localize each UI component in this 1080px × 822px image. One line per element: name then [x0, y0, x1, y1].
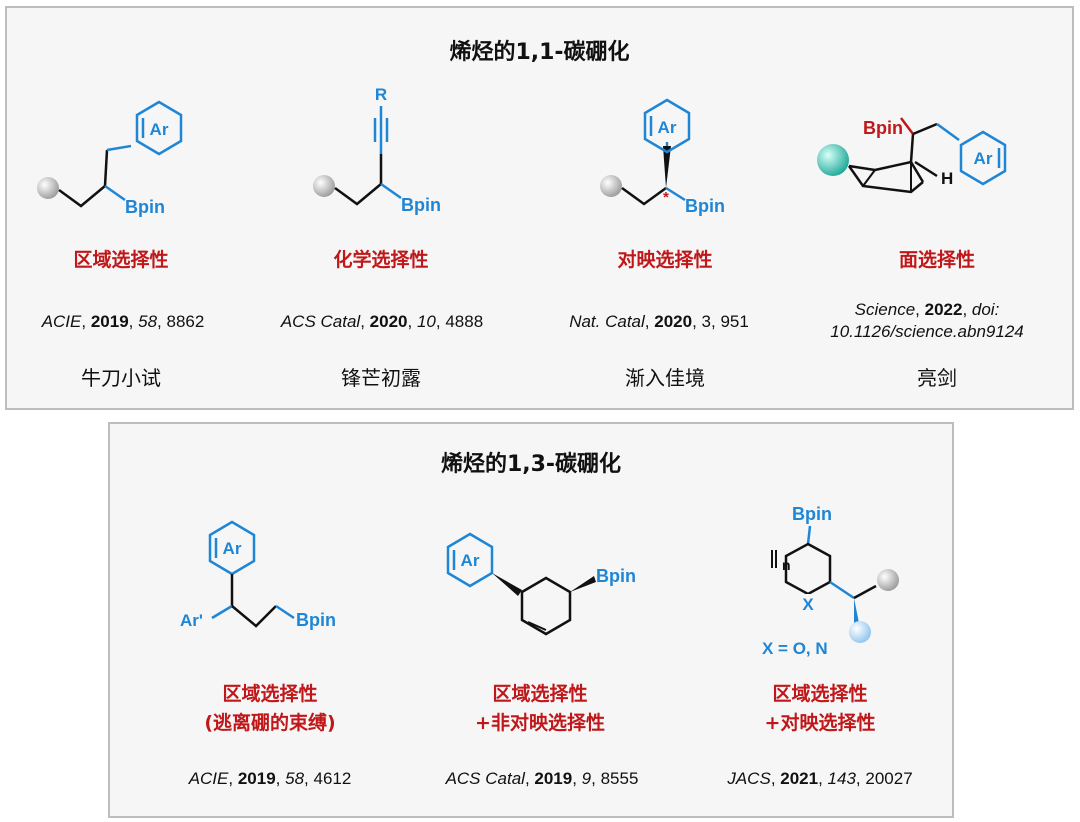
structure-1-3-enantio: Bpin n X X = O, N	[762, 504, 899, 658]
reference-citation: ACS Catal, 2019, 9, 8555	[445, 769, 639, 788]
bpin-label: Bpin	[596, 566, 636, 586]
bottom-panel: 烯烃的1,3-碳硼化 Ar Ar' Bpin Ar Bpin Bpin n X	[108, 422, 954, 818]
top-panel-title: 烯烃的1,1-碳硼化	[449, 40, 630, 65]
bpin-label: Bpin	[401, 195, 441, 215]
structure-1-1-regio: Ar Bpin	[37, 100, 183, 217]
selectivity-label: 区域选择性 +非对映选择性	[475, 683, 605, 734]
bpin-label: Bpin	[125, 197, 165, 217]
reference-citation: ACIE, 2019, 58, 8862	[41, 312, 205, 331]
stereocenter-mark: *	[663, 189, 669, 206]
selectivity-label: 区域选择性 +对映选择性	[764, 683, 876, 734]
reference-citation: JACS, 2021, 143, 20027	[727, 769, 913, 788]
reference-citation: ACS Catal, 2020, 10, 4888	[280, 312, 484, 331]
structure-1-1-chemo: R Bpin	[313, 85, 441, 215]
ar-prime-label: Ar'	[180, 611, 203, 630]
ar-label: Ar	[461, 551, 480, 570]
x-definition: X = O, N	[762, 639, 828, 658]
wedge-bond	[570, 576, 596, 592]
substituent-ball	[877, 569, 899, 591]
bpin-label: Bpin	[863, 118, 903, 138]
motto-label: 锋芒初露	[341, 366, 421, 390]
r-label: R	[375, 85, 387, 104]
motto-label: 亮剑	[917, 366, 957, 390]
ar-label: Ar	[223, 539, 242, 558]
structure-1-3-regio: Ar Ar' Bpin	[180, 520, 336, 630]
ar-label: Ar	[150, 120, 169, 139]
bpin-label: Bpin	[792, 504, 832, 524]
x-label: X	[802, 595, 814, 614]
selectivity-label: 面选择性	[898, 249, 975, 271]
reference-citation: Nat. Catal, 2020, 3, 951	[569, 312, 749, 331]
bpin-label: Bpin	[296, 610, 336, 630]
reference-citation: ACIE, 2019, 58, 4612	[188, 769, 352, 788]
substituent-ball	[849, 621, 871, 643]
structure-1-1-facial: H Bpin Ar	[817, 117, 1007, 194]
top-panel: 烯烃的1,1-碳硼化 Ar Bpin R	[5, 6, 1074, 410]
reference-citation: Science, 2022, doi: 10.1126/science.abn9…	[830, 300, 1024, 341]
substituent-ball	[313, 175, 335, 197]
selectivity-label: 区域选择性 (逃离硼的束缚)	[204, 683, 336, 734]
structure-1-1-enantio: Ar * Bpin	[600, 98, 725, 216]
ring-system	[784, 542, 832, 596]
substituent-ball	[37, 177, 59, 199]
selectivity-label: 对映选择性	[617, 249, 713, 271]
selectivity-label: 化学选择性	[333, 249, 429, 271]
aryl-ring	[643, 98, 691, 154]
n-label: n	[782, 557, 791, 573]
ar-label: Ar	[974, 149, 993, 168]
cyclohexene-ring	[520, 576, 572, 636]
bottom-panel-title: 烯烃的1,3-碳硼化	[440, 452, 622, 477]
wedge-bond	[492, 573, 522, 596]
h-label: H	[941, 169, 953, 188]
aryl-ring	[446, 532, 494, 588]
structure-1-3-diastereo: Ar Bpin	[446, 532, 636, 636]
selectivity-label: 区域选择性	[73, 249, 169, 271]
aryl-ring	[959, 130, 1007, 186]
wedge-bond	[663, 146, 671, 188]
motto-label: 牛刀小试	[81, 366, 161, 390]
wedge-bond	[854, 598, 860, 628]
aryl-ring	[135, 100, 183, 156]
substituent-ball	[600, 175, 622, 197]
bpin-label: Bpin	[685, 196, 725, 216]
motto-label: 渐入佳境	[625, 366, 705, 390]
substituent-ball	[817, 144, 849, 176]
ar-label: Ar	[658, 118, 677, 137]
